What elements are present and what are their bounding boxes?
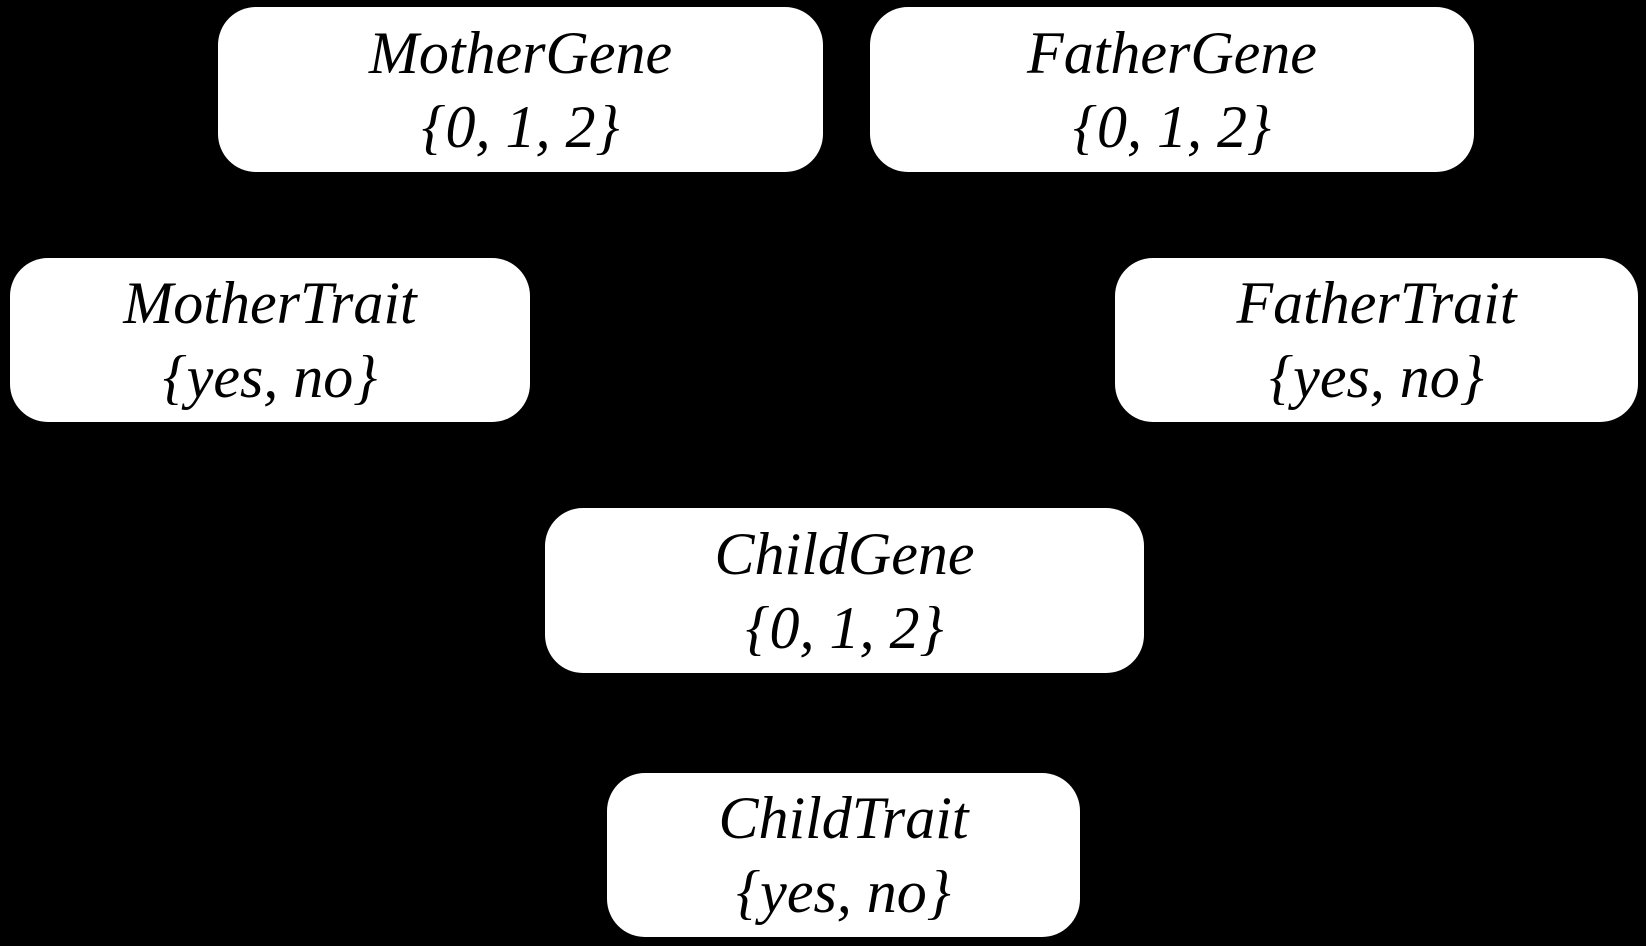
node-mother-trait-values: {yes, no} [162, 344, 378, 410]
node-father-gene-values: {0, 1, 2} [1073, 93, 1271, 160]
node-mother-trait: MotherTrait {yes, no} [10, 258, 530, 422]
node-mother-trait-label: MotherTrait [123, 270, 417, 336]
node-father-trait-label: FatherTrait [1236, 270, 1517, 336]
node-child-trait: ChildTrait {yes, no} [607, 773, 1080, 937]
node-mother-gene-values: {0, 1, 2} [421, 93, 620, 160]
node-father-trait: FatherTrait {yes, no} [1115, 258, 1638, 422]
node-father-gene-label: FatherGene [1027, 19, 1317, 86]
node-child-trait-values: {yes, no} [736, 859, 951, 925]
node-child-gene: ChildGene {0, 1, 2} [545, 508, 1144, 673]
node-mother-gene: MotherGene {0, 1, 2} [218, 7, 823, 172]
node-mother-gene-label: MotherGene [368, 19, 673, 86]
node-child-trait-label: ChildTrait [718, 785, 969, 851]
node-child-gene-label: ChildGene [714, 520, 975, 587]
node-father-gene: FatherGene {0, 1, 2} [870, 7, 1474, 172]
node-child-gene-values: {0, 1, 2} [745, 594, 944, 661]
node-father-trait-values: {yes, no} [1269, 344, 1484, 410]
